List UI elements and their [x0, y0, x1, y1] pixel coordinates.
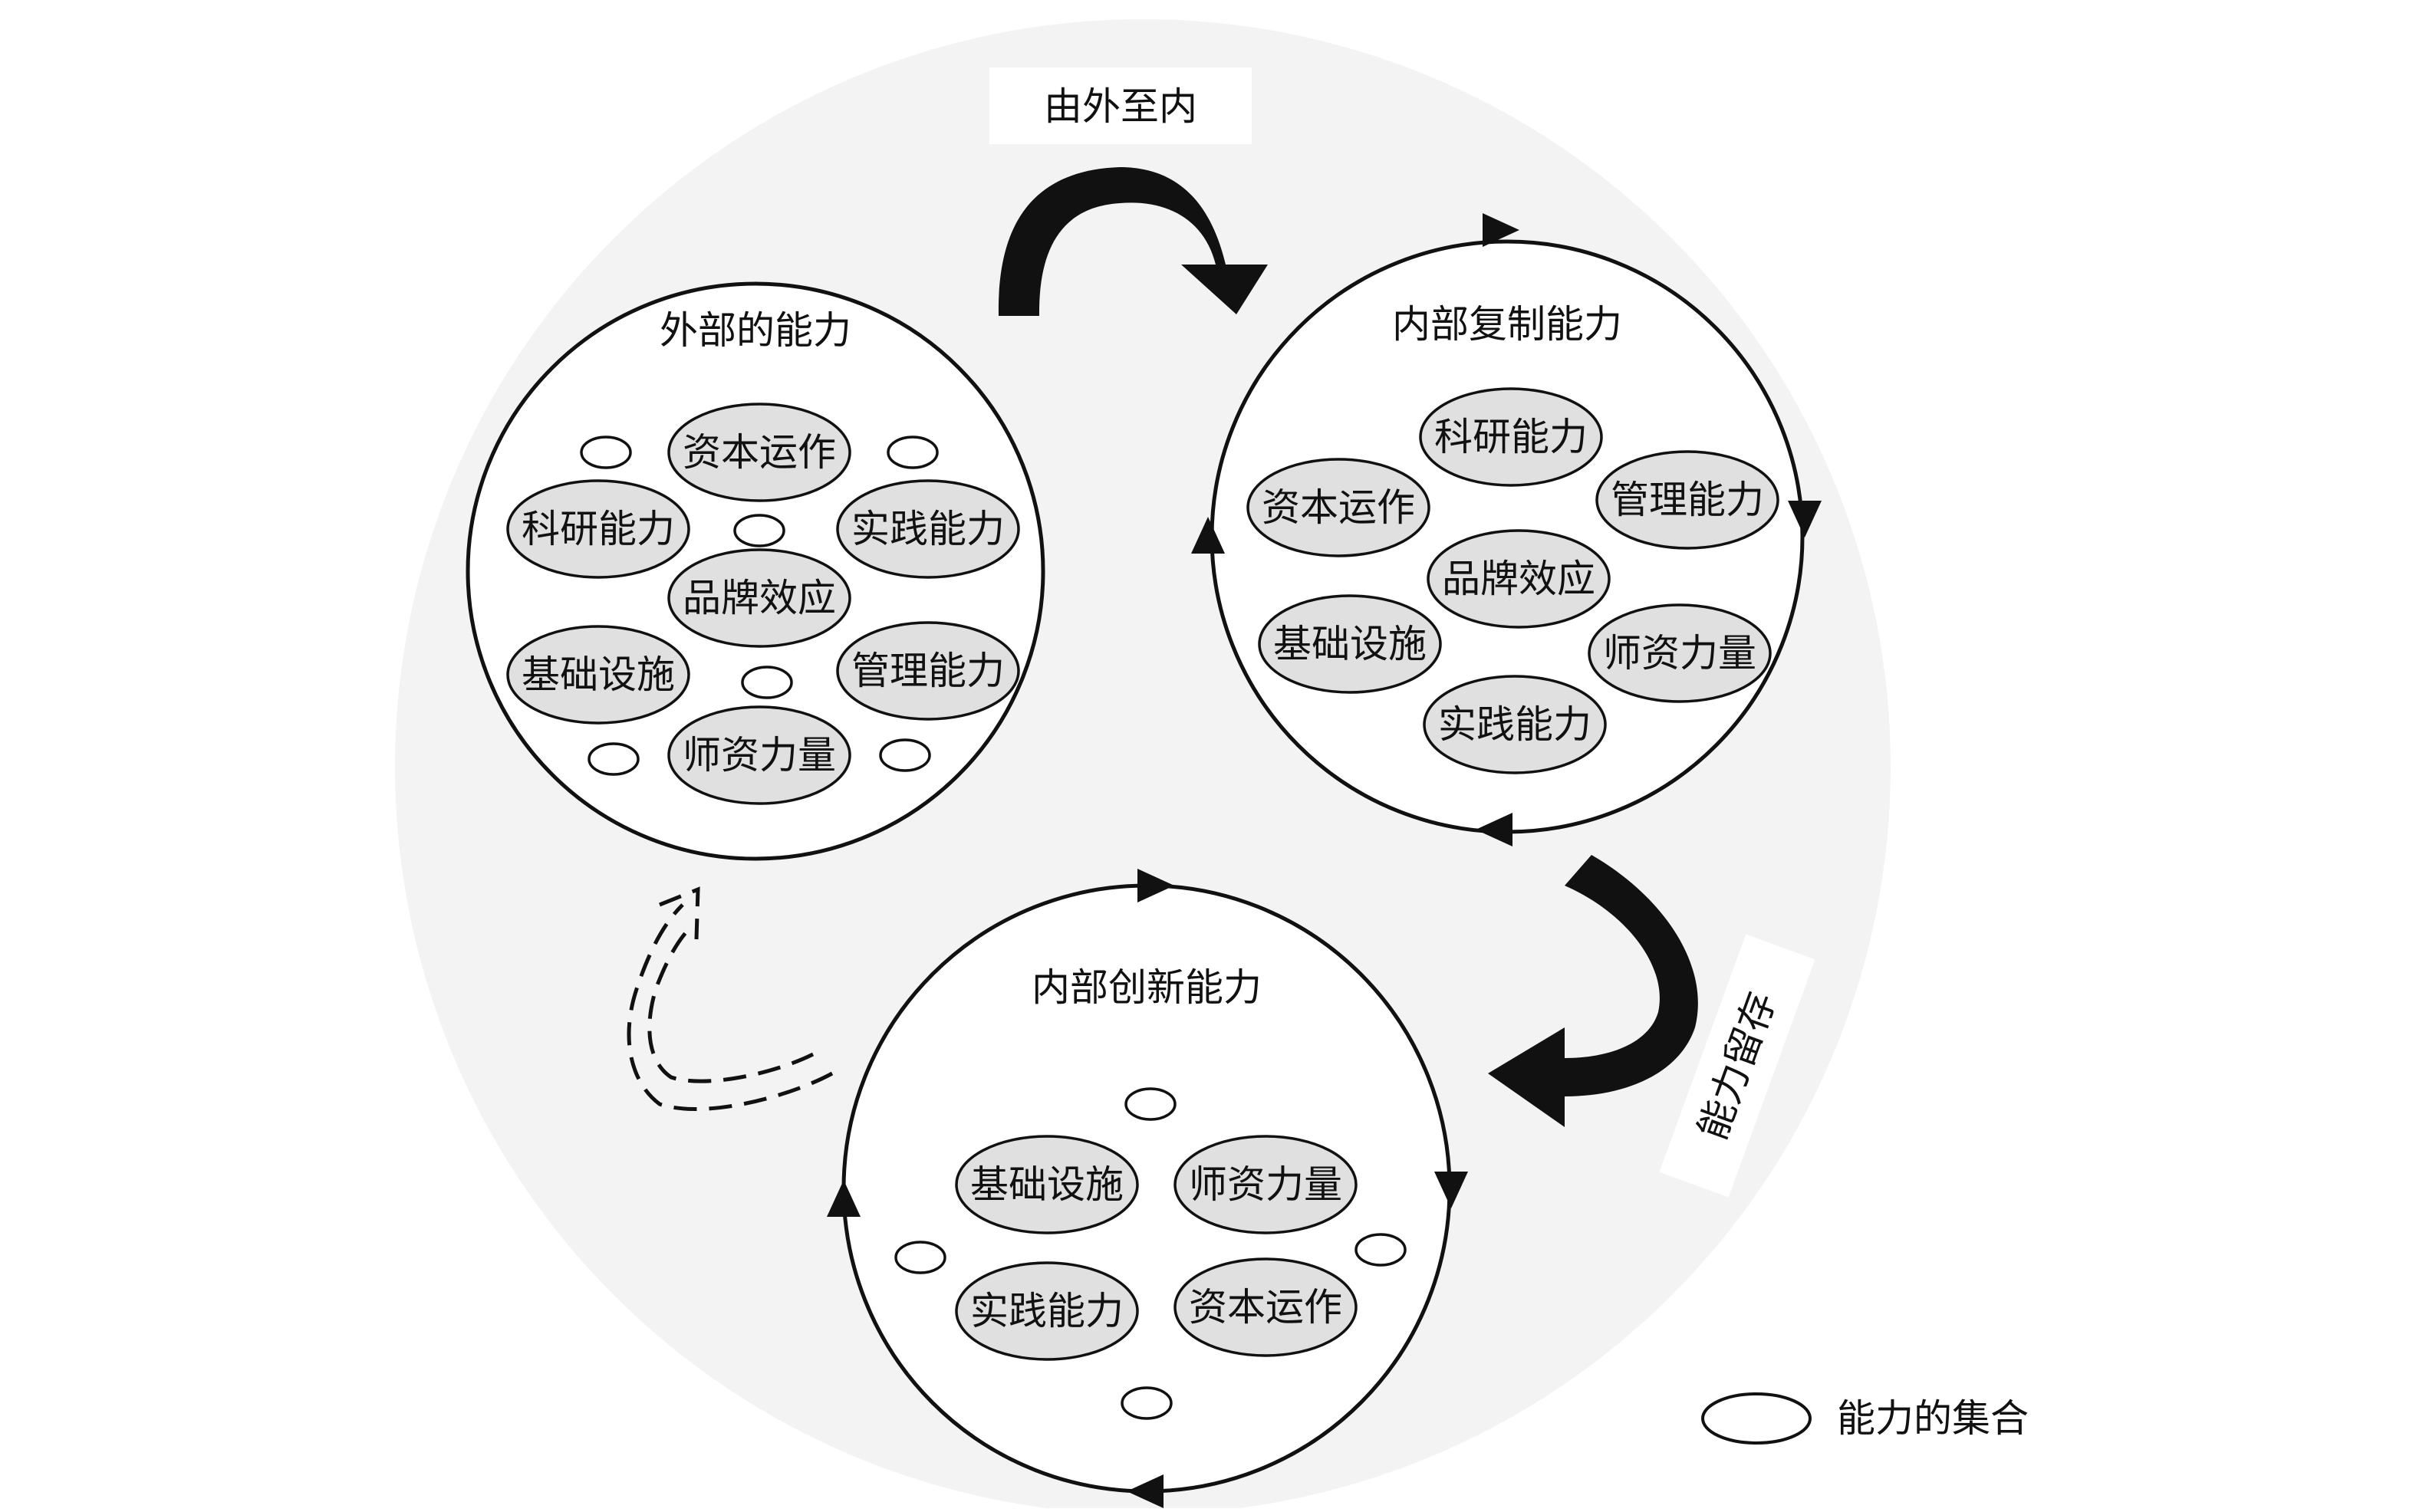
- replication-capability-item: 品牌效应: [1427, 529, 1611, 629]
- legend-ellipse-icon: [1701, 1392, 1812, 1445]
- innovation-capability-item: 资本运作: [1173, 1257, 1358, 1357]
- innovation-capability-ellipse: [955, 1261, 1139, 1361]
- external-capability-item: 师资力量: [667, 705, 851, 805]
- replication-circle-title: 内部复制能力: [1392, 302, 1622, 347]
- replication-capability-item: 资本运作: [1246, 458, 1430, 557]
- replication-cycle-arrow-3-shape: [1476, 813, 1512, 846]
- replication-capability-ellipse: [1595, 450, 1779, 550]
- replication-cycle-arrow-3: [1476, 813, 1512, 846]
- top-arrow-label: 由外至内: [1044, 84, 1197, 129]
- replication-capability-ellipse: [1258, 594, 1442, 694]
- legend: 能力的集合: [1701, 1392, 2029, 1445]
- replication-capability-label: 实践能力: [1438, 702, 1591, 747]
- external-capability-ellipse: [506, 625, 690, 725]
- circles-layer: 外部的能力资本运作科研能力实践能力品牌效应基础设施管理能力师资力量内部复制能力科…: [466, 213, 1822, 1508]
- external-capability-item: 实践能力: [836, 479, 1020, 579]
- replication-cycle-arrow-2: [1788, 501, 1822, 537]
- external-capability-ellipse: [667, 403, 851, 502]
- external-capability-item: 科研能力: [506, 479, 690, 579]
- innovation-empty-capability-1: [1124, 1087, 1177, 1121]
- capability-retention-arrow: [1488, 855, 1698, 1127]
- external-capability-label: 基础设施: [522, 652, 675, 697]
- replication-capability-ellipse: [1246, 458, 1430, 557]
- innovation-cycle-arrow-2: [1434, 1172, 1468, 1208]
- innovation-capability-item: 基础设施: [955, 1135, 1139, 1234]
- replication-capability-item: 管理能力: [1595, 450, 1779, 550]
- replication-capability-label: 管理能力: [1611, 478, 1764, 522]
- external-empty-capability-6: [879, 738, 931, 772]
- innovation-capability-ellipse: [1173, 1135, 1358, 1234]
- top-arrow-label-box: 由外至内: [989, 67, 1252, 144]
- replication-capability-item: 基础设施: [1258, 594, 1442, 694]
- replication-capability-label: 师资力量: [1603, 631, 1756, 675]
- replication-capability-ellipse: [1419, 387, 1603, 487]
- replication-capability-item: 师资力量: [1588, 603, 1772, 703]
- external-capability-item: 基础设施: [506, 625, 690, 725]
- replication-capability-label: 基础设施: [1273, 622, 1427, 666]
- replication-cycle-arrow-4: [1191, 517, 1225, 554]
- replication-capability-ellipse: [1588, 603, 1772, 703]
- innovation-capability-item: 实践能力: [955, 1261, 1139, 1361]
- external-capability-label: 科研能力: [522, 507, 675, 551]
- external-capability-label: 师资力量: [683, 733, 836, 777]
- external-capability-ellipse: [667, 548, 851, 648]
- external-circle-title: 外部的能力: [660, 308, 851, 353]
- external-empty-capability-1: [580, 436, 632, 469]
- external-capability-ellipse: [506, 479, 690, 579]
- innovation-cycle-arrow-3: [1127, 1474, 1164, 1508]
- external-capability-item: 品牌效应: [667, 548, 851, 648]
- innovation-capability-item: 师资力量: [1173, 1135, 1358, 1234]
- replication-cycle-arrow-1-shape: [1483, 213, 1519, 247]
- external-capability-label: 管理能力: [851, 649, 1005, 693]
- innovation-capability-ellipse: [1173, 1257, 1358, 1357]
- innovation-circle-title: 内部创新能力: [1032, 965, 1262, 1010]
- innovation-capability-label: 资本运作: [1189, 1285, 1342, 1330]
- replication-capability-label: 资本运作: [1262, 485, 1415, 530]
- external-capability-ellipse: [836, 479, 1020, 579]
- replication-capability-item: 科研能力: [1419, 387, 1603, 487]
- external-empty-capability-3: [733, 514, 785, 547]
- external-capability-label: 资本运作: [683, 430, 836, 475]
- external-capability-item: 管理能力: [836, 621, 1020, 721]
- innovation-cycle-arrow-2-shape: [1434, 1172, 1468, 1208]
- replication-capability-item: 实践能力: [1423, 675, 1607, 774]
- replication-capability-label: 品牌效应: [1442, 557, 1595, 601]
- innovation-cycle-arrow-3-shape: [1127, 1474, 1164, 1508]
- external-capability-label: 品牌效应: [683, 576, 836, 620]
- replication-capability-label: 科研能力: [1434, 415, 1588, 459]
- replication-cycle-arrow-2-shape: [1788, 501, 1822, 537]
- outer-to-inner-arrow: [998, 167, 1268, 316]
- replication-cycle-arrow-4-shape: [1191, 517, 1225, 554]
- innovation-empty-capability-3: [1354, 1233, 1407, 1267]
- external-capability-label: 实践能力: [851, 507, 1005, 551]
- innovation-cycle-arrow-1: [1137, 869, 1174, 902]
- external-capability-ellipse: [836, 621, 1020, 721]
- innovation-cycle-arrow-4: [827, 1180, 861, 1217]
- replication-capability-ellipse: [1423, 675, 1607, 774]
- innovation-capability-label: 师资力量: [1189, 1162, 1342, 1207]
- replication-cycle-arrow-1: [1483, 213, 1519, 247]
- external-empty-capability-5: [588, 742, 640, 776]
- replication-capability-ellipse: [1427, 529, 1611, 629]
- innovation-capability-label: 实践能力: [970, 1289, 1124, 1333]
- external-capability-item: 资本运作: [667, 403, 851, 502]
- external-capability-ellipse: [667, 705, 851, 805]
- innovation-capability-ellipse: [955, 1135, 1139, 1234]
- legend-label: 能力的集合: [1837, 1396, 2029, 1441]
- innovation-cycle-arrow-4-shape: [827, 1180, 861, 1217]
- innovation-cycle-arrow-1-shape: [1137, 869, 1174, 902]
- innovation-empty-capability-4: [1121, 1386, 1173, 1420]
- feedback-dashed-arrow: [627, 886, 834, 1111]
- innovation-empty-capability-2: [894, 1241, 946, 1274]
- external-empty-capability-4: [741, 666, 793, 699]
- innovation-capability-label: 基础设施: [970, 1162, 1124, 1207]
- external-empty-capability-2: [887, 436, 939, 469]
